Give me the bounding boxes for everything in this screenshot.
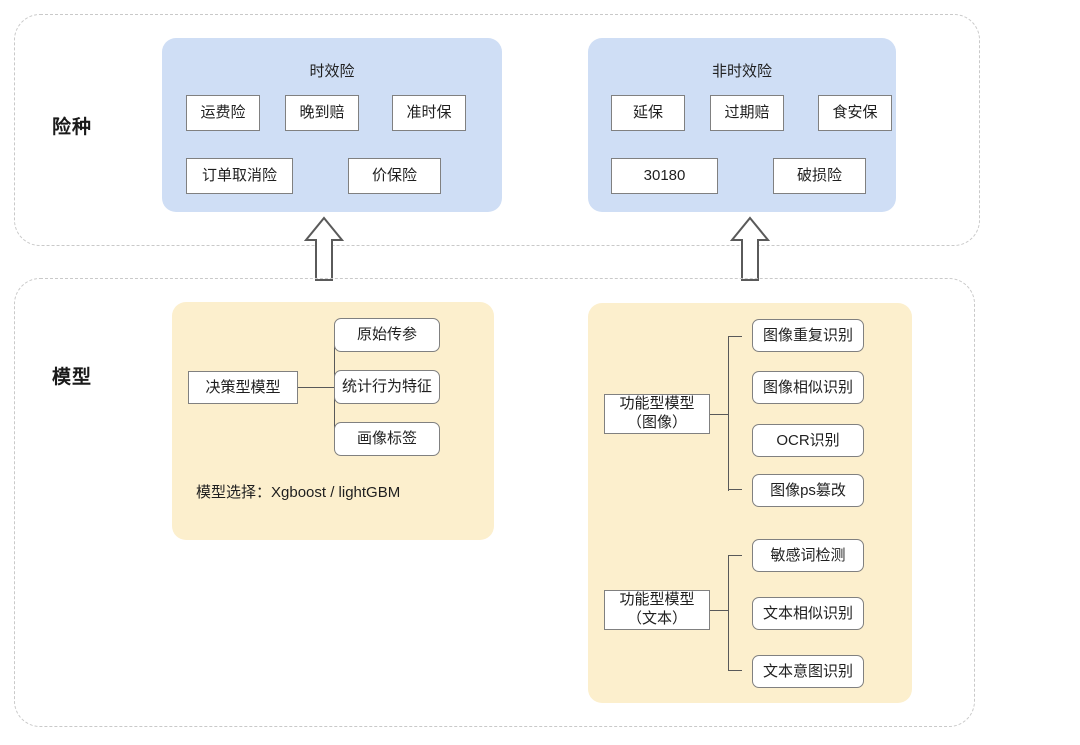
panel-functional-models: [588, 303, 912, 703]
panel-title-non-timeliness: 非时效险: [711, 63, 772, 80]
functional-text-leaf-text-intent[interactable]: 文本意图识别: [752, 655, 864, 688]
decision-model-root[interactable]: 决策型模型: [188, 371, 298, 404]
functional-image-model-stub: [710, 414, 728, 415]
insurance-item-shianbao[interactable]: 食安保: [818, 95, 892, 131]
functional-image-model-root[interactable]: 功能型模型 （图像）: [604, 394, 710, 434]
lane-models: [14, 278, 975, 727]
functional-text-leaf-text-similarity[interactable]: 文本相似识别: [752, 597, 864, 630]
functional-image-leaf-ocr[interactable]: OCR识别: [752, 424, 864, 457]
decision-model-leaf-huaxiangbiaoqian[interactable]: 画像标签: [334, 422, 440, 456]
functional-text-model-stub: [710, 610, 728, 611]
functional-image-model-root-line1: 功能型模型: [619, 395, 695, 413]
insurance-item-dingdanquxiaoxian[interactable]: 订单取消险: [186, 158, 293, 194]
functional-image-leaf-image-ps-tamper[interactable]: 图像ps篡改: [752, 474, 864, 507]
functional-text-leaf-sensitive-word[interactable]: 敏感词检测: [752, 539, 864, 572]
functional-text-model-root-line1: 功能型模型: [619, 591, 695, 609]
decision-model-stub: [298, 387, 334, 388]
up-arrow-right: [729, 216, 771, 282]
functional-image-model-bracket: [728, 336, 742, 491]
lane-insurance-types: [14, 14, 980, 246]
lane-label-insurance-types: 险种: [52, 117, 93, 138]
insurance-item-wandaopei[interactable]: 晚到赔: [285, 95, 359, 131]
functional-text-model-bracket: [728, 555, 742, 671]
panel-title-timeliness: 时效险: [309, 63, 355, 80]
panel-decision-model: [172, 302, 494, 540]
insurance-item-posunxian[interactable]: 破损险: [773, 158, 866, 194]
functional-image-model-root-line2: （图像）: [626, 414, 687, 431]
decision-model-leaf-yuanshichuancan[interactable]: 原始传参: [334, 318, 440, 352]
insurance-item-yunfeixian[interactable]: 运费险: [186, 95, 260, 131]
insurance-item-30180[interactable]: 30180: [611, 158, 718, 194]
decision-model-leaf-tongjixingweitezheng[interactable]: 统计行为特征: [334, 370, 440, 404]
functional-text-model-root-line2: （文本）: [626, 610, 687, 627]
insurance-item-yanbao[interactable]: 延保: [611, 95, 685, 131]
functional-image-leaf-image-duplicate[interactable]: 图像重复识别: [752, 319, 864, 352]
functional-text-model-root[interactable]: 功能型模型 （文本）: [604, 590, 710, 630]
insurance-item-jiabaoxian[interactable]: 价保险: [348, 158, 441, 194]
insurance-item-zhunshibao[interactable]: 准时保: [392, 95, 466, 131]
up-arrow-left: [303, 216, 345, 282]
lane-label-models: 模型: [52, 367, 93, 388]
functional-image-leaf-image-similarity[interactable]: 图像相似识别: [752, 371, 864, 404]
decision-model-note: 模型选择：Xgboost / lightGBM: [196, 484, 401, 501]
insurance-item-guoqipei[interactable]: 过期赔: [710, 95, 784, 131]
